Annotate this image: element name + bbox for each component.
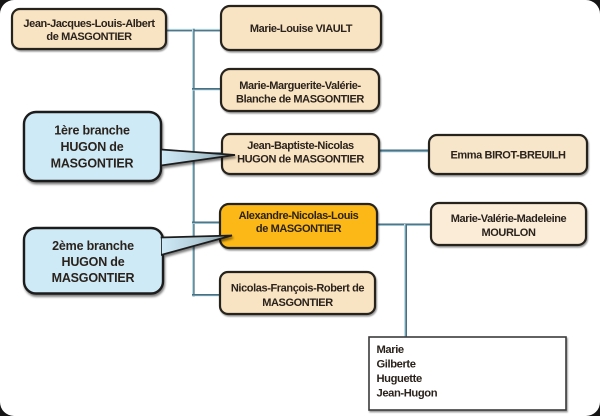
svg-text:Jean-Baptiste-Nicolas: Jean-Baptiste-Nicolas — [247, 140, 354, 152]
svg-text:Marie-Louise VIAULT: Marie-Louise VIAULT — [250, 23, 353, 35]
svg-text:de MASGONTIER: de MASGONTIER — [46, 31, 132, 43]
svg-text:Gilberte: Gilberte — [377, 359, 416, 371]
svg-text:Blanche de MASGONTIER: Blanche de MASGONTIER — [236, 94, 364, 106]
svg-text:Marie: Marie — [377, 344, 404, 356]
svg-text:HUGON de: HUGON de — [62, 255, 125, 269]
svg-text:Huguette: Huguette — [377, 373, 422, 385]
svg-text:HUGON de: HUGON de — [61, 140, 124, 154]
svg-text:MASGONTIER: MASGONTIER — [52, 271, 135, 285]
svg-text:HUGON de MASGONTIER: HUGON de MASGONTIER — [237, 154, 364, 166]
svg-text:Jean-Jacques-Louis-Albert: Jean-Jacques-Louis-Albert — [23, 18, 155, 30]
svg-text:MASGONTIER: MASGONTIER — [262, 297, 333, 309]
svg-text:1ère branche: 1ère branche — [54, 124, 130, 138]
svg-text:MOURLON: MOURLON — [481, 227, 535, 239]
svg-text:MASGONTIER: MASGONTIER — [51, 157, 134, 171]
svg-text:de MASGONTIER: de MASGONTIER — [256, 223, 342, 235]
svg-text:Marie-Marguerite-Valérie-: Marie-Marguerite-Valérie- — [239, 80, 361, 92]
svg-text:Emma BIROT-BREUILH: Emma BIROT-BREUILH — [450, 150, 565, 162]
svg-text:Nicolas-François-Robert de: Nicolas-François-Robert de — [231, 282, 365, 294]
svg-text:Jean-Hugon: Jean-Hugon — [377, 388, 438, 400]
svg-text:2ème branche: 2ème branche — [52, 239, 134, 253]
svg-text:Marie-Valérie-Madeleine: Marie-Valérie-Madeleine — [451, 213, 567, 225]
svg-text:Alexandre-Nicolas-Louis: Alexandre-Nicolas-Louis — [239, 210, 359, 222]
